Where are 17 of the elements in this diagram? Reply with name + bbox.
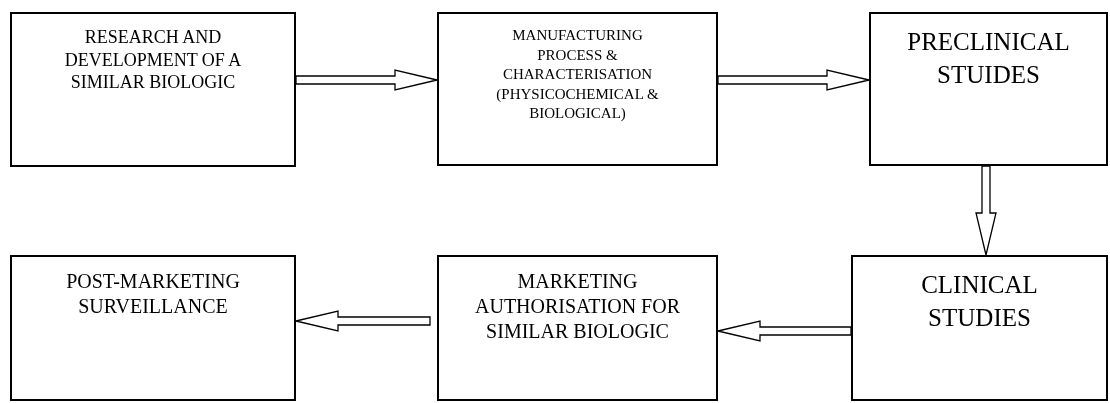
hollow-arrow	[295, 310, 431, 332]
process-box	[851, 255, 1108, 401]
hollow-arrow	[717, 320, 852, 342]
box-label: POST-MARKETING SURVEILLANCE	[65, 269, 241, 319]
box-label: RESEARCH AND DEVELOPMENT OF A SIMILAR BIOLOGIC	[63, 26, 243, 94]
box-label: MANUFACTURING PROCESS & CHARACTERISATION (PHYSICOCHEMICAL & BIOLOGICAL)	[495, 26, 660, 123]
process-box	[437, 12, 718, 166]
box-label: PRECLINICAL STUIDES	[906, 27, 1071, 90]
process-box	[437, 255, 718, 401]
box-label: CLINICAL STUDIES	[920, 270, 1039, 333]
process-box	[10, 12, 296, 167]
hollow-arrow	[975, 165, 997, 256]
hollow-arrow	[717, 69, 870, 91]
hollow-arrow	[295, 69, 438, 91]
process-box	[869, 12, 1108, 166]
process-box	[10, 255, 296, 401]
box-label: MARKETING AUTHORISATION FOR SIMILAR BIOLOGIC	[475, 269, 680, 344]
